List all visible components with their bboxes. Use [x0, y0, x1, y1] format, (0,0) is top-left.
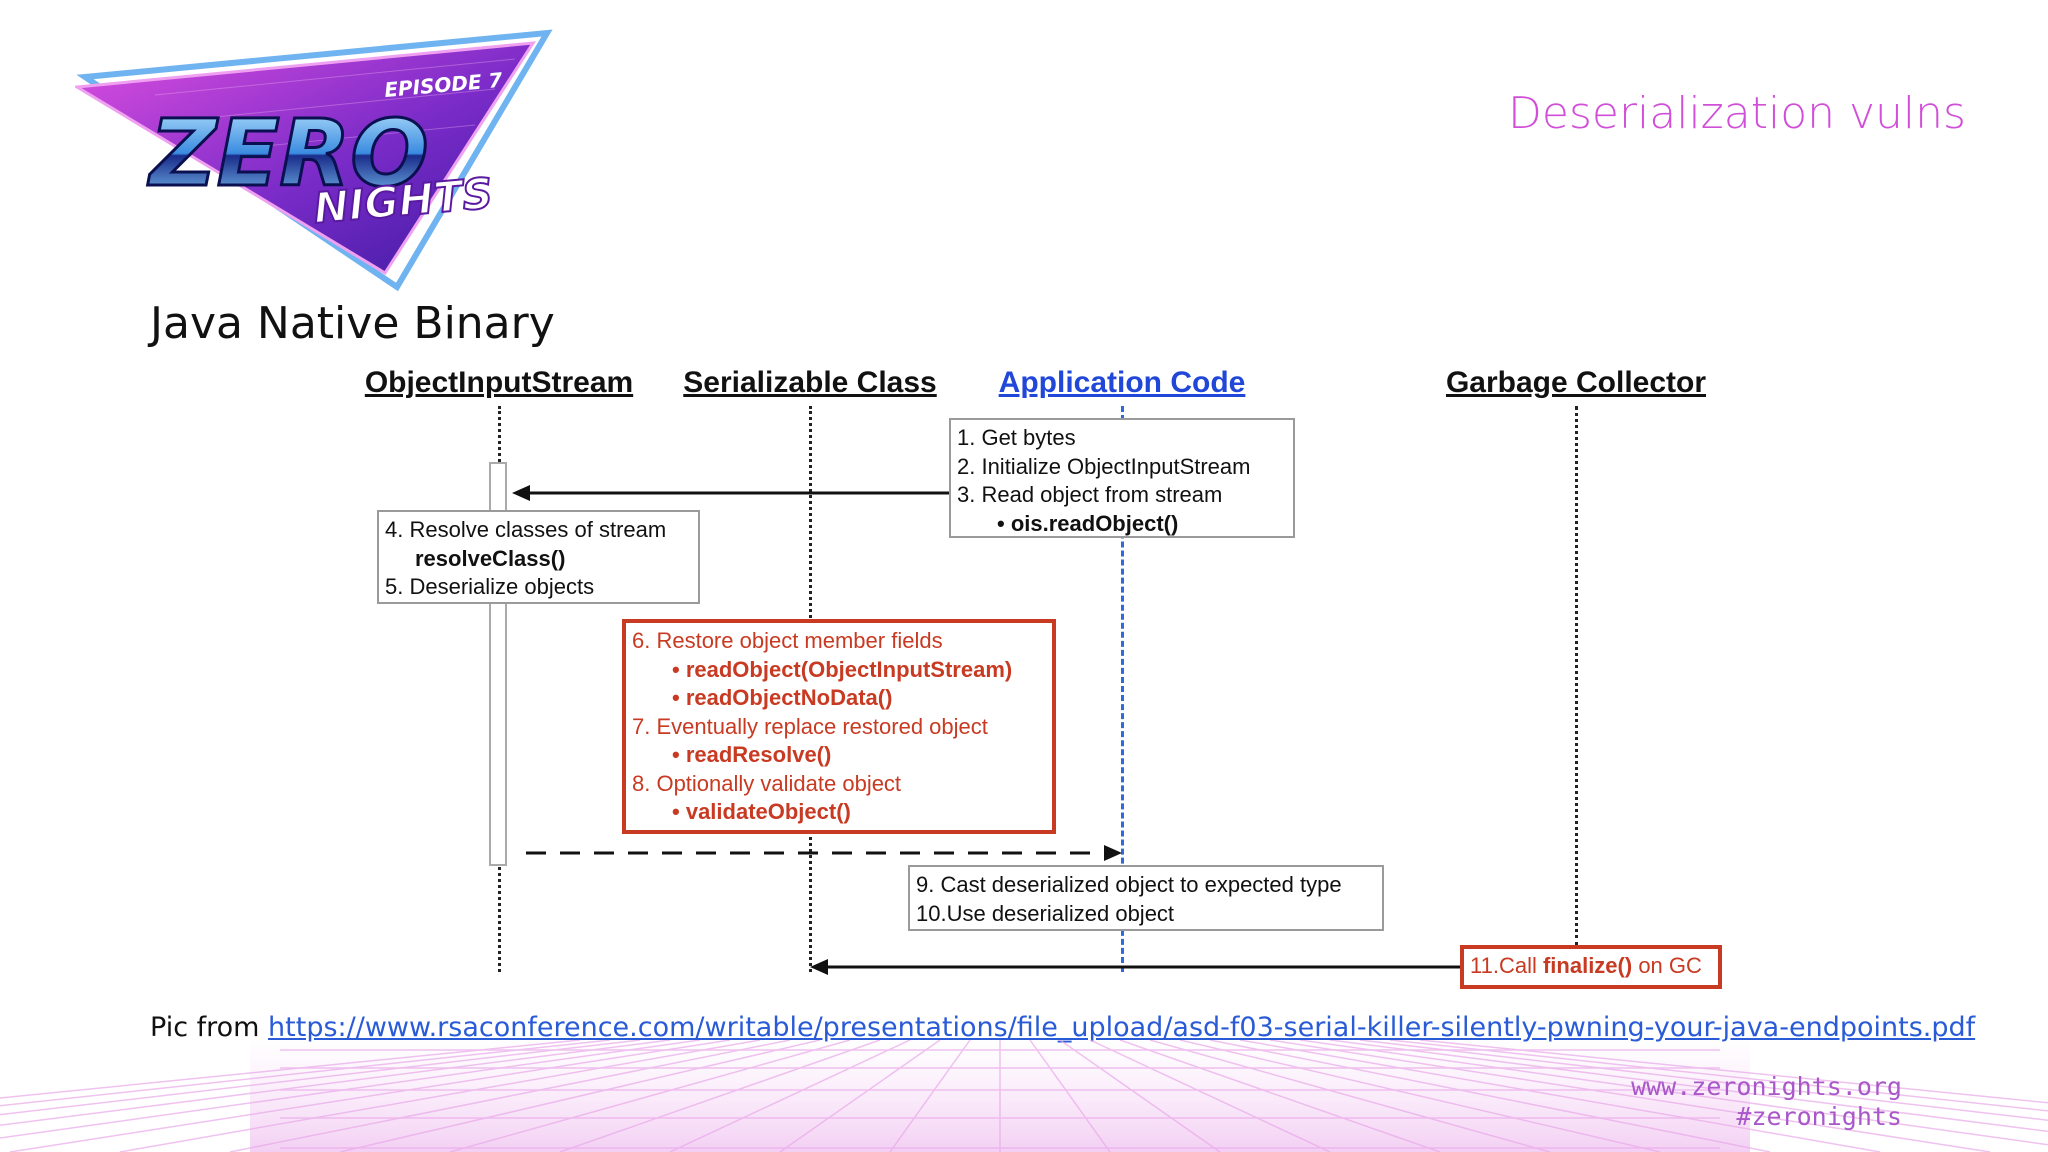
sequence-diagram: ObjectInputStream Serializable Class App… — [364, 366, 1722, 989]
step-ois-readobject: • ois.readObject() — [997, 510, 1179, 536]
step-restore-fields: 6. Restore object member fields — [632, 628, 943, 653]
footer-hashtag: #zeronights — [1736, 1102, 1902, 1131]
step-resolve-classes: 4. Resolve classes of stream — [385, 517, 667, 542]
step-replace-object: 7. Eventually replace restored object — [632, 713, 988, 739]
lane-title-garbage-collector: Garbage Collector — [1445, 366, 1707, 399]
step-init-ois: 2. Initialize ObjectInputStream — [957, 453, 1251, 479]
ois-readobject-call: ois.readObject() — [1010, 510, 1179, 536]
box-use-object: 9. Cast deserialized object to expected … — [908, 865, 1384, 931]
arrows-layer — [512, 485, 1460, 975]
hook-validateobject-label: validateObject() — [685, 799, 851, 824]
slide-title: Deserialization vulns — [1508, 88, 1966, 139]
lane-title-application-code: Application Code — [998, 366, 1246, 399]
step-read-object: 3. Read object from stream — [957, 482, 1223, 507]
box-application-steps: 1. Get bytes 2. Initialize ObjectInputSt… — [949, 418, 1295, 538]
step-get-bytes: 1. Get bytes — [957, 425, 1076, 450]
step-cast-object: 9. Cast deserialized object to expected … — [916, 872, 1342, 897]
arrow-return-object — [526, 845, 1122, 861]
hook-validateobject: • validateObject() — [672, 799, 851, 824]
footer-website: www.zeronights.org — [1631, 1072, 1902, 1101]
hook-readresolve-label: readResolve() — [685, 742, 832, 767]
lifeline-garbage-collector — [1575, 406, 1578, 946]
box-ois-steps: 4. Resolve classes of stream resolveClas… — [377, 510, 700, 604]
slide-heading: Java Native Binary — [150, 298, 555, 349]
grid-floor-decoration — [0, 1040, 2048, 1152]
source-line: Pic from https://www.rsaconference.com/w… — [150, 1012, 1975, 1043]
hook-readobject: • readObject(ObjectInputStream) — [672, 656, 1013, 682]
step-validate-object: 8. Optionally validate object — [632, 770, 902, 796]
arrow-read-object — [512, 485, 950, 501]
finalize-pre: 11.Call — [1470, 953, 1543, 978]
hook-readobjectnodata: • readObjectNoData() — [672, 685, 893, 710]
lane-title-objectinputstream: ObjectInputStream — [364, 366, 634, 399]
box-serializable-hooks: 6. Restore object member fields • readOb… — [622, 619, 1056, 834]
hook-readresolve: • readResolve() — [672, 742, 832, 767]
step-deserialize-objects: 5. Deserialize objects — [385, 574, 595, 599]
step-call-finalize: 11.Call finalize() on GC — [1470, 952, 1712, 981]
logo-zero: ZERO — [147, 100, 429, 207]
source-link[interactable]: https://www.rsaconference.com/writable/p… — [268, 1012, 1976, 1043]
zeronights-logo: EPISODE 7 ZERO NIGHTS — [75, 29, 553, 292]
source-prefix: Pic from — [150, 1012, 269, 1043]
lifeline-application-code — [1121, 406, 1124, 972]
box-gc-finalize: 11.Call finalize() on GC — [1460, 945, 1722, 989]
arrow-finalize — [810, 959, 1460, 975]
step-use-object: 10.Use deserialized object — [916, 900, 1175, 926]
finalize-post: on GC — [1632, 953, 1702, 978]
hook-readobjectnodata-label: readObjectNoData() — [685, 685, 893, 710]
hook-readobject-label: readObject(ObjectInputStream) — [685, 656, 1013, 682]
finalize-method: finalize() — [1542, 953, 1633, 978]
step-resolveclass: resolveClass() — [415, 545, 566, 571]
lane-title-serializable-class: Serializable Class — [683, 366, 937, 399]
